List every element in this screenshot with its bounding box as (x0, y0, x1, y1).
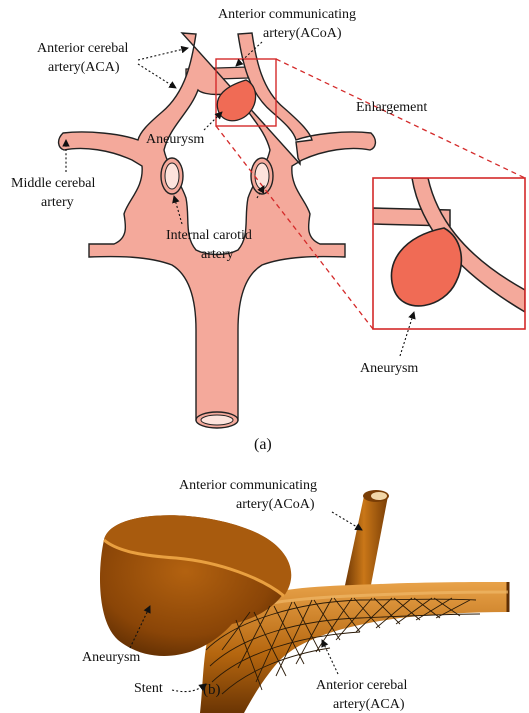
caption-a: (a) (254, 436, 272, 453)
b-aca-label-line1: Anterior cerebal (316, 678, 407, 693)
b-acoa-leader (332, 512, 362, 530)
acoa-label-line2: artery(ACoA) (263, 26, 342, 41)
aca-label-line2: artery(ACA) (48, 60, 120, 75)
acoa-tube (344, 496, 388, 590)
aca-leader-1 (138, 48, 188, 60)
aneurysm-zoom-label: Aneurysm (360, 361, 418, 376)
aca-label-line1: Anterior cerebal (37, 41, 128, 56)
b-acoa-label-line1: Anterior communicating (179, 478, 317, 493)
left-carotid-ring (161, 158, 183, 194)
b-stent-leader (172, 684, 206, 692)
b-stent-label: Stent (134, 681, 163, 696)
enlargement-label: Enlargement (356, 100, 427, 115)
aca-leader-2 (138, 64, 176, 88)
acoa-label-line1: Anterior communicating (218, 7, 356, 22)
caption-b: (b) (203, 682, 221, 698)
right-carotid-ring (251, 158, 273, 194)
b-aca-label-line2: artery(ACA) (333, 697, 405, 712)
stent-3d-model (100, 490, 508, 713)
b-aca-leader (322, 640, 338, 674)
mca-label-line2: artery (41, 195, 74, 210)
aneurysm-label: Aneurysm (146, 132, 204, 147)
mca-label-line1: Middle cerebal (11, 176, 95, 191)
b-aneurysm-label: Aneurysm (82, 650, 140, 665)
b-acoa-label-line2: artery(ACoA) (236, 497, 315, 512)
zoom-line-top (276, 59, 525, 178)
enlargement-inset (373, 178, 525, 329)
ica-label-line1: Internal carotid (166, 228, 252, 243)
ica-label-line2: artery (201, 247, 234, 262)
basilar-opening (196, 412, 238, 428)
